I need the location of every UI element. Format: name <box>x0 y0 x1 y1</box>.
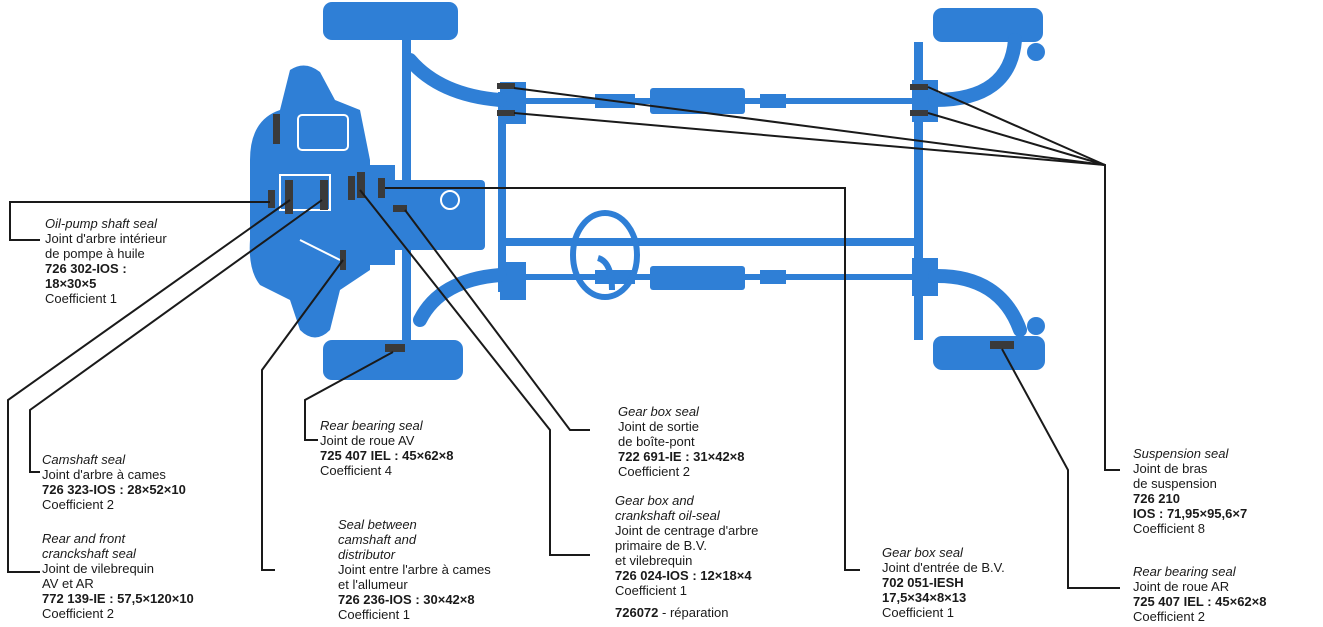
label-en: Suspension seal <box>1133 446 1229 461</box>
coefficient: Coefficient 2 <box>1133 609 1206 624</box>
part-code: 726 323-IOS : 28×52×10 <box>42 482 186 497</box>
label-fr: de suspension <box>1133 476 1217 491</box>
label-fr: Joint de roue AV <box>320 433 415 448</box>
part-code: 726 236-IOS : 30×42×8 <box>338 592 475 607</box>
rear-bottom-wheel <box>933 336 1045 370</box>
rear-bearing-front-label: Rear bearing seal Joint de roue AV 725 4… <box>320 418 453 478</box>
label-en: crankshaft oil-seal <box>615 508 720 523</box>
repair-kit: 726072 - réparation <box>615 605 758 620</box>
coefficient: Coefficient 1 <box>338 607 411 622</box>
label-fr: Joint entre l'arbre à cames <box>338 562 491 577</box>
cam-distributor-seal-label: Seal between camshaft and distributor Jo… <box>338 517 491 622</box>
crankshaft-seal-label: Rear and front crancks​haft seal Joint d… <box>42 531 194 621</box>
part-dims: 17,5×34×8×13 <box>882 590 967 605</box>
label-en: crancks​haft seal <box>42 546 136 561</box>
suspension-seal-label: Suspension seal Joint de bras de suspens… <box>1133 446 1247 536</box>
part-code: 726 302-IOS : <box>45 261 127 276</box>
part-dims: IOS : 71,95×95,6×7 <box>1133 506 1248 521</box>
label-en: Camshaft seal <box>42 452 126 467</box>
label-fr: primaire de B.V. <box>615 538 708 553</box>
part-code: 726 024-IOS : 12×18×4 <box>615 568 752 583</box>
repair-text: - réparation <box>658 605 729 620</box>
gearbox-out-seal-label: Gear box seal Joint de sortie de boîte-p… <box>618 404 745 479</box>
gearbox-block <box>370 180 485 250</box>
coefficient: Coefficient 2 <box>42 497 115 512</box>
label-en: Seal between <box>338 517 417 532</box>
gearbox-in-seal-label: Gear box seal Joint d'entrée de B.V. 702… <box>882 545 1005 620</box>
label-fr: Joint de bras <box>1133 461 1208 476</box>
label-fr: Joint de roue AR <box>1133 579 1230 594</box>
label-fr: Joint d'arbre intérieur <box>45 231 167 246</box>
front-top-wheel <box>323 2 458 40</box>
rear-bearing-rear-label: Rear bearing seal Joint de roue AR 725 4… <box>1133 564 1266 624</box>
part-code: 726 210 <box>1133 491 1180 506</box>
camshaft-seal-label: Camshaft seal Joint d'arbre à cames 726 … <box>42 452 186 512</box>
label-fr: de pompe à huile <box>45 246 145 261</box>
label-fr: Joint d'entrée de B.V. <box>882 560 1005 575</box>
coefficient: Coefficient 2 <box>42 606 115 621</box>
label-en: Rear and front <box>42 531 126 546</box>
repair-code: 726072 <box>615 605 659 620</box>
label-fr: Joint de vilebrequin <box>42 561 155 576</box>
part-code: 772 139-IE : 57,5×120×10 <box>42 591 194 606</box>
label-fr: Joint de centrage d'arbre <box>615 523 759 538</box>
part-code: 702 051-IESH <box>882 575 964 590</box>
label-en: Oil-pump shaft seal <box>45 216 157 231</box>
label-en: Gear box seal <box>882 545 963 560</box>
label-fr: Joint de sortie <box>618 419 699 434</box>
oil-pump-seal-label: Oil-pump shaft seal Joint d'arbre intéri… <box>45 216 167 306</box>
label-en: Gear box seal <box>618 404 699 419</box>
label-en: camshaft and <box>338 532 417 547</box>
coefficient: Coefficient 1 <box>615 583 688 598</box>
label-en: Rear bearing seal <box>320 418 423 433</box>
coefficient: Coefficient 2 <box>618 464 691 479</box>
part-code: 722 691-IE : 31×42×8 <box>618 449 745 464</box>
label-fr: et l'allumeur <box>338 577 408 592</box>
label-en: distributor <box>338 547 396 562</box>
label-fr: Joint d'arbre à cames <box>42 467 166 482</box>
coefficient: Coefficient 4 <box>320 463 393 478</box>
label-fr: AV et AR <box>42 576 94 591</box>
label-en: Gear box and <box>615 493 694 508</box>
part-code: 725 407 IEL : 45×62×8 <box>320 448 454 463</box>
label-fr: et vilebrequin <box>615 553 693 568</box>
gearbox-crank-seal-label: Gear box and crankshaft oil-seal Joint d… <box>615 493 758 620</box>
top-rail <box>498 92 506 292</box>
coefficient: Coefficient 8 <box>1133 521 1206 536</box>
coefficient: Coefficient 1 <box>45 291 118 306</box>
label-fr: de boîte-pont <box>618 434 695 449</box>
label-en: Rear bearing seal <box>1133 564 1236 579</box>
top-shaft-body <box>650 88 745 114</box>
part-dims: 18×30×5 <box>45 276 97 291</box>
part-code: 725 407 IEL : 45×62×8 <box>1133 594 1267 609</box>
coefficient: Coefficient 1 <box>882 605 955 620</box>
rear-top-wheel <box>933 8 1043 42</box>
bottom-shaft-body <box>650 266 745 290</box>
